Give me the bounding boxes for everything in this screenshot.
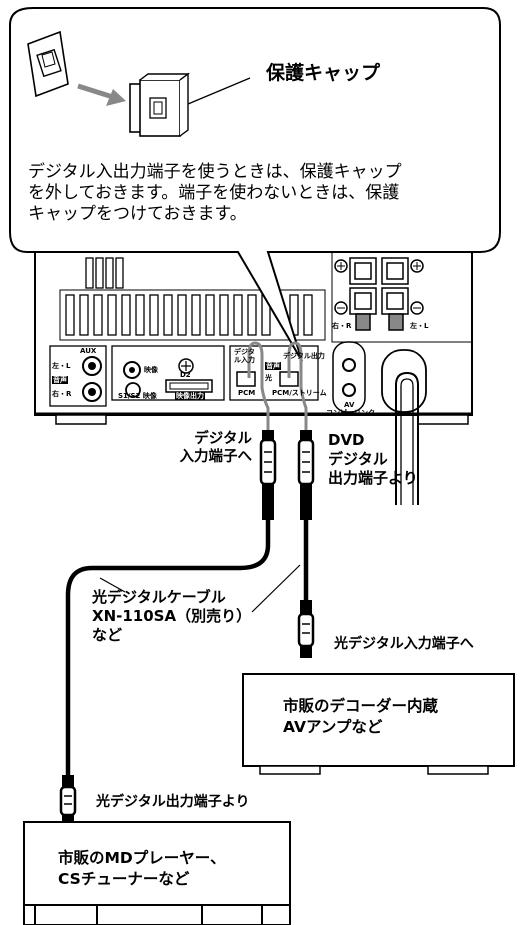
aux-voice-label: 音声 [52, 376, 68, 384]
digital-in-label: デジタル入力 [234, 348, 255, 364]
aux-label: AUX [80, 347, 97, 355]
speaker-right-label: 右・R [332, 322, 352, 330]
to-digital-input-line: デジタル [194, 431, 252, 447]
speaker-left-label: 左・L [410, 322, 429, 330]
dvd-output-label: DVD デジタル 出力端子より [328, 431, 418, 487]
s-video-label: S1/S2 映像 [118, 392, 157, 400]
from-optical-output-label: 光デジタル出力端子より [96, 794, 250, 810]
aux-input-jacks [49, 345, 107, 407]
to-optical-input-label: 光デジタル入力端子へ [334, 636, 474, 652]
aux-left-label: 左・L [52, 362, 71, 370]
md-player-line: 市販のMDプレーヤー、 [58, 849, 226, 867]
protective-cap-label: 保護キャップ [266, 62, 381, 84]
optical-cable-to-decoder [287, 341, 315, 658]
optical-port-icon [27, 30, 69, 98]
pcm-stream-label: PCM/ストリーム [272, 389, 327, 397]
aux-right-label: 右・R [52, 390, 72, 398]
optical-cable-line: XN-110SA（別売り） [92, 606, 252, 625]
decoder-amp-device [242, 673, 515, 775]
optical-cable-label: 光デジタルケーブル XN-110SA（別売り） など [92, 588, 251, 644]
decoder-amp-label: 市販のデコーダー内蔵 AVアンプなど [283, 696, 438, 738]
cap-note-line: を外しておきます。端子を使わないときは、保護 [28, 183, 400, 203]
dvd-output-line: デジタル [328, 449, 388, 468]
speaker-terminals [331, 251, 473, 343]
cap-leader-line [187, 77, 251, 105]
optical-label: 光 [265, 374, 272, 382]
video-out-label: 映像出力 [175, 392, 205, 400]
md-player-label: 市販のMDプレーヤー、 CSチューナーなど [58, 848, 226, 890]
dvd-output-line: 出力端子より [328, 468, 418, 487]
cap-note-line: デジタル入出力端子を使うときは、保護キャップ [28, 162, 402, 182]
arrow-right-icon [77, 83, 126, 106]
cap-usage-note: デジタル入出力端子を使うときは、保護キャップ を外しておきます。端子を使わないと… [28, 162, 508, 225]
av-label: AV [344, 401, 355, 409]
to-digital-input-label: デジタル 入力端子へ [168, 430, 253, 466]
optical-cable-line: 光デジタルケーブル [92, 588, 226, 606]
md-player-device [23, 821, 291, 925]
video-outputs [111, 345, 225, 401]
optical-cable-to-md [59, 341, 277, 823]
av-link-label: コンピュリンク [326, 409, 375, 417]
dvd-output-line: DVD [328, 431, 365, 449]
optical-cable-line: など [92, 625, 123, 644]
digital-out-label: デジタル出力 [283, 352, 325, 360]
cable-label-leader [99, 577, 126, 593]
protective-cap-callout [9, 7, 501, 362]
d2-label: D2 [180, 371, 191, 379]
pcm-label: PCM [238, 389, 256, 397]
cap-note-line: キャップをつけておきます。 [28, 204, 247, 224]
voice-label: 音声 [265, 362, 281, 370]
decoder-amp-line: 市販のデコーダー内蔵 [283, 697, 439, 715]
md-player-line: CSチューナーなど [58, 870, 190, 888]
video-label: 映像 [144, 366, 158, 374]
decoder-amp-line: AVアンプなど [283, 718, 383, 736]
to-digital-input-line: 入力端子へ [179, 449, 253, 466]
heat-vents [65, 257, 313, 336]
power-cord [381, 349, 427, 505]
protective-cap-icon [129, 72, 191, 137]
cable-label-leader-2 [251, 564, 301, 613]
